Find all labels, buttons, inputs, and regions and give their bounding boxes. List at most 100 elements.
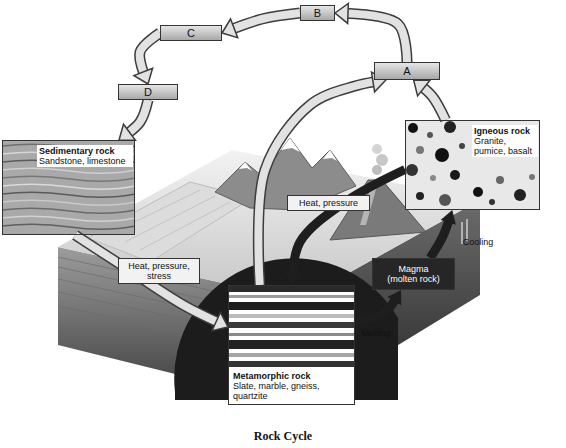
stage-box: B xyxy=(300,5,335,21)
sedimentary-texture xyxy=(2,140,135,235)
sediment-layer xyxy=(2,192,135,197)
rock-box: Metamorphic rockSlate, marble, gneiss, q… xyxy=(228,285,355,405)
rock-examples: Sandstone, limestone xyxy=(39,156,131,166)
stage-box: D xyxy=(118,84,178,100)
cycle-arrow xyxy=(134,33,160,84)
arrow-shaft xyxy=(75,235,228,327)
cycle-arrow xyxy=(430,210,456,258)
text-block: D xyxy=(144,86,152,98)
foliation-band xyxy=(228,333,355,336)
wave xyxy=(125,196,215,242)
rock-examples: Slate, marble, gneiss, quartzite xyxy=(233,381,352,401)
foliation-band xyxy=(228,286,355,292)
cycle-arrow xyxy=(355,290,401,321)
magma-box: Magma (molten rock) xyxy=(372,258,455,290)
metamorphic-texture xyxy=(228,285,355,405)
smoke-puff xyxy=(372,144,382,154)
foliation-band xyxy=(228,361,355,367)
cycle-arrow xyxy=(335,3,407,62)
smoke-puff xyxy=(376,154,388,166)
crystal xyxy=(408,123,418,133)
arrow-shaft-fill xyxy=(258,80,386,285)
crystal xyxy=(430,175,436,181)
arrow-head xyxy=(134,68,153,84)
fault xyxy=(461,222,463,244)
texture-bg xyxy=(405,120,540,210)
stage-letter: D xyxy=(144,86,152,98)
crystal xyxy=(416,146,424,154)
crystal xyxy=(444,121,456,133)
foliation-band xyxy=(228,295,355,298)
process-label-box: Heat, pressure xyxy=(287,195,370,211)
smoke-puff xyxy=(372,165,382,175)
rock-name: Metamorphic rock xyxy=(233,371,352,381)
crystal xyxy=(529,174,535,180)
crystal xyxy=(406,164,418,176)
cycle-arrow xyxy=(75,235,228,331)
stage-letter: A xyxy=(403,65,410,77)
arrow-head xyxy=(441,210,456,225)
text-block: C xyxy=(187,27,195,39)
foliation-band xyxy=(228,340,355,349)
texture-bg xyxy=(228,285,355,405)
process-label: Melting xyxy=(356,328,396,338)
sediment-layer xyxy=(2,224,135,229)
igneous-texture xyxy=(405,120,540,210)
arrow-head xyxy=(414,80,430,96)
arrow-head xyxy=(212,312,228,330)
arrow-head xyxy=(388,290,402,305)
stage-letter: C xyxy=(187,27,195,39)
process-label: Cooling xyxy=(458,237,498,247)
crystal xyxy=(416,192,424,200)
crystal xyxy=(514,189,526,201)
crystal xyxy=(439,194,451,206)
arrow-shaft xyxy=(414,80,446,120)
sediment-layer xyxy=(2,208,135,213)
text-block: Igneous rockGranite, pumice, basalt xyxy=(472,125,538,157)
text-block: Sedimentary rockSandstone, limestone xyxy=(37,145,133,167)
sediment-layer xyxy=(2,184,135,189)
snow-cap xyxy=(239,162,252,171)
rock-examples: Granite, pumice, basalt xyxy=(474,136,536,156)
arrow-head xyxy=(222,19,238,38)
foliation-band xyxy=(228,322,355,328)
arrow-shaft-fill xyxy=(75,235,228,327)
text-block: Metamorphic rockSlate, marble, gneiss, q… xyxy=(231,370,354,402)
arrow-shaft xyxy=(119,100,148,140)
wave xyxy=(140,202,230,250)
arrow-shaft xyxy=(258,80,386,285)
cycle-arrow xyxy=(414,80,446,120)
text-block: Magma (molten rock) xyxy=(385,264,442,284)
crystal xyxy=(427,132,433,138)
arrow-shaft-fill xyxy=(119,100,148,140)
arrow-head xyxy=(285,271,301,285)
arrow-shaft-fill xyxy=(414,80,446,120)
process-label-box: Heat, pressure, stress xyxy=(118,258,200,284)
cycle-arrow xyxy=(119,100,148,140)
cycle-arrow xyxy=(258,72,386,285)
sediment-layer xyxy=(2,176,135,181)
rock-box: Igneous rockGranite, pumice, basalt xyxy=(405,120,540,210)
crystal xyxy=(459,143,465,149)
text-block: A xyxy=(403,65,410,77)
foliation-band xyxy=(228,314,355,318)
rock-name: Igneous rock xyxy=(474,126,536,136)
figure-caption: Rock Cycle xyxy=(0,429,566,444)
stage-box: C xyxy=(160,25,222,41)
stage-box: A xyxy=(374,62,440,80)
crystal xyxy=(435,148,449,162)
crystal xyxy=(496,176,504,184)
rock-box: Sedimentary rockSandstone, limestone xyxy=(2,140,135,235)
foliation-band xyxy=(228,302,355,310)
arrow-head xyxy=(119,124,135,140)
snow-cap xyxy=(323,150,337,161)
arrow-head xyxy=(335,3,348,23)
sediment-layer xyxy=(2,200,135,205)
magma-label: Magma (molten rock) xyxy=(385,264,442,284)
crystal xyxy=(489,199,495,205)
cycle-arrow xyxy=(222,13,300,38)
crystal xyxy=(450,170,460,180)
